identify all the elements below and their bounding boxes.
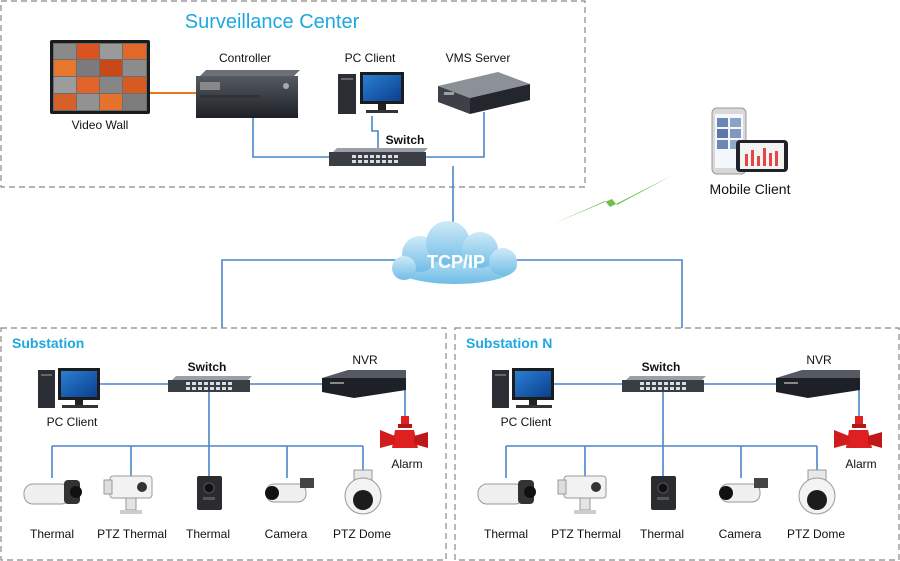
mobile-client-label: Mobile Client — [710, 181, 791, 197]
controller-label: Controller — [219, 51, 271, 65]
substation-n-switch-label: Switch — [642, 360, 681, 374]
vms-server-icon — [438, 72, 530, 114]
substation-n-device-1: PTZ Thermal — [551, 527, 621, 541]
substation-1-title: Substation — [12, 335, 84, 351]
substation-1-device-4: PTZ Dome — [333, 527, 391, 541]
substation-1-ptz-thermal-icon — [103, 475, 153, 514]
substation-1-switch-label: Switch — [188, 360, 227, 374]
substation-n-wires — [505, 383, 860, 478]
substation-1: Substation PC Client Switch — [0, 327, 447, 561]
substation-1-ptz-dome-icon — [344, 469, 382, 515]
substation-n-nvr-label: NVR — [806, 353, 832, 367]
substation-n: Substation N PC Client Switch — [454, 327, 900, 561]
substation-n-device-0: Thermal — [484, 527, 528, 541]
center-switch-icon — [329, 148, 428, 166]
substation-n-title: Substation N — [466, 335, 552, 351]
substation-1-device-0: Thermal — [30, 527, 74, 541]
substation-n-camera-icon — [719, 478, 768, 503]
center-pc-client-label: PC Client — [345, 51, 396, 65]
substation-n-alarm-icon — [834, 416, 882, 448]
substation-1-pc-label: PC Client — [47, 415, 98, 429]
substation-1-device-3: Camera — [265, 527, 308, 541]
center-switch-label: Switch — [386, 133, 425, 147]
substation-n-device-2: Thermal — [640, 527, 684, 541]
surveillance-center-title: Surveillance Center — [185, 11, 360, 33]
substation-n-pc-icon — [492, 368, 554, 408]
substation-n-pc-label: PC Client — [501, 415, 552, 429]
substation-1-device-1: PTZ Thermal — [97, 527, 167, 541]
substation-n-thermal-box-icon — [651, 476, 676, 510]
substation-n-ptz-dome-icon — [798, 469, 836, 515]
vms-server-label: VMS Server — [446, 51, 511, 65]
substation-1-switch-icon — [168, 376, 252, 392]
substation-1-device-2: Thermal — [186, 527, 230, 541]
substation-n-ptz-thermal-icon — [557, 475, 607, 514]
wireless-lightning-icon — [553, 176, 671, 224]
mobile-client-icon — [711, 107, 788, 175]
tcp-ip-cloud-icon — [392, 221, 517, 284]
center-wires — [150, 92, 485, 225]
center-pc-icon — [338, 72, 404, 114]
tcp-ip-label: TCP/IP — [427, 252, 485, 272]
substation-1-alarm-label: Alarm — [391, 457, 422, 471]
video-wall-icon — [50, 40, 150, 114]
controller-icon — [196, 70, 300, 118]
substation-n-switch-icon — [622, 376, 706, 392]
substation-1-camera-icon — [265, 478, 314, 503]
video-wall-label: Video Wall — [72, 118, 129, 132]
surveillance-center-box: Surveillance Center — [0, 0, 586, 188]
substation-1-pc-icon — [38, 368, 100, 408]
substation-1-thermal-box-icon — [197, 476, 222, 510]
substation-n-alarm-label: Alarm — [845, 457, 876, 471]
substation-n-thermal-icon — [477, 480, 536, 505]
substation-n-device-3: Camera — [719, 527, 762, 541]
substation-1-thermal-icon — [23, 480, 82, 505]
substation-n-nvr-icon — [776, 370, 860, 398]
substation-1-nvr-icon — [322, 370, 406, 398]
substation-1-wires — [51, 383, 406, 478]
substation-1-nvr-label: NVR — [352, 353, 378, 367]
substation-n-device-4: PTZ Dome — [787, 527, 845, 541]
backbone-wires — [221, 259, 683, 328]
substation-1-alarm-icon — [380, 416, 428, 448]
